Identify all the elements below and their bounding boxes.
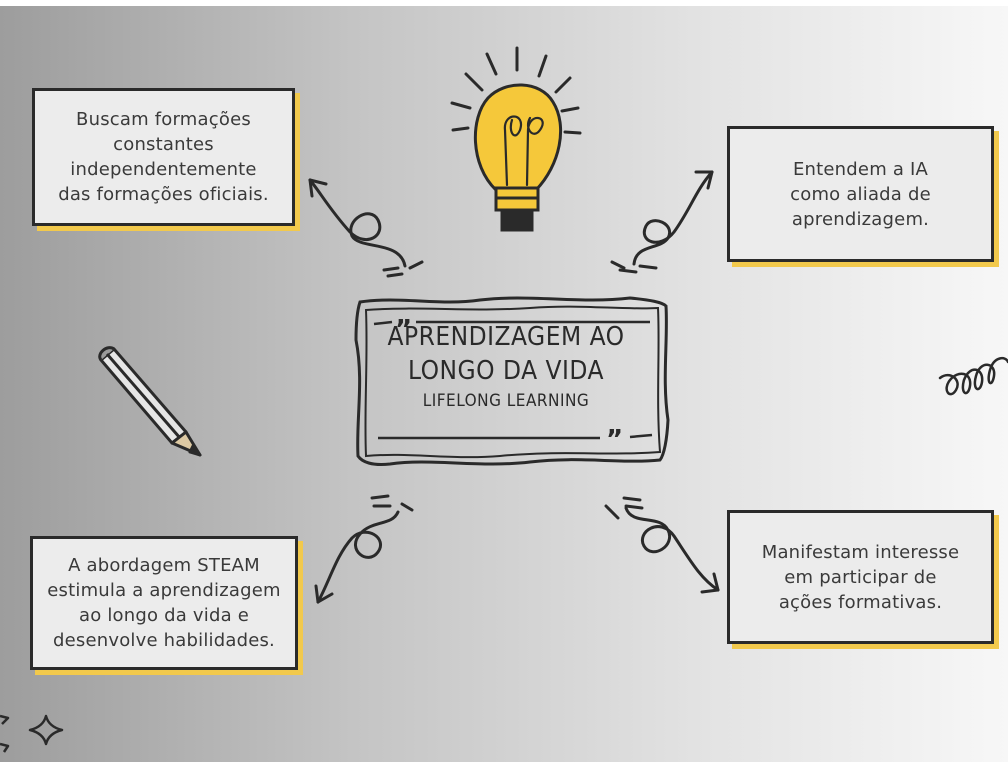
note-line: Entendem a IA [792,158,929,180]
note-box-top-left: Buscam formações constantes independente… [32,88,295,226]
central-subtitle: LIFELONG LEARNING [422,391,590,411]
loop-doodle-icon [938,356,1008,396]
lightbulb-icon [450,46,582,232]
note-line: independentemente [70,159,257,180]
note-line: constantes [113,134,214,155]
svg-text:”: ” [395,315,412,345]
note-box-bottom-left: A abordagem STEAM estimula a aprendizage… [30,536,298,670]
note-line: ao longo da vida e [78,605,249,626]
arrow-to-bottom-left [314,494,414,604]
pencil-icon [98,346,202,457]
note-line: como aliada de [790,183,931,205]
arrow-to-top-left [308,178,424,278]
top-white-strip [0,0,1008,6]
central-topic: APRENDIZAGEM AO LONGO DA VIDA LIFELONG L… [356,320,656,414]
center-frame [354,296,670,466]
note-line: desenvolve habilidades. [52,630,275,651]
note-line: aprendizagem. [791,208,930,230]
sparkle-icon [0,714,64,753]
arrow-to-top-right [610,170,714,274]
svg-text:”: ” [606,425,623,455]
note-line: em participar de [784,566,937,588]
quote-marks: ” ” [395,315,623,455]
note-line: Manifestam interesse [761,541,960,563]
note-line: estimula a aprendizagem [47,580,281,601]
central-title-line-2: LONGO DA VIDA [408,356,604,386]
note-box-bottom-right: Manifestam interesse em participar de aç… [727,510,994,644]
note-line: ações formativas. [778,591,943,613]
note-line: Buscam formações [76,109,251,130]
central-title-line-1: APRENDIZAGEM AO [387,322,625,352]
note-line: A abordagem STEAM [68,555,260,576]
note-box-top-right: Entendem a IA como aliada de aprendizage… [727,126,994,262]
note-line: das formações oficiais. [58,184,269,205]
arrow-to-bottom-right [604,496,720,594]
